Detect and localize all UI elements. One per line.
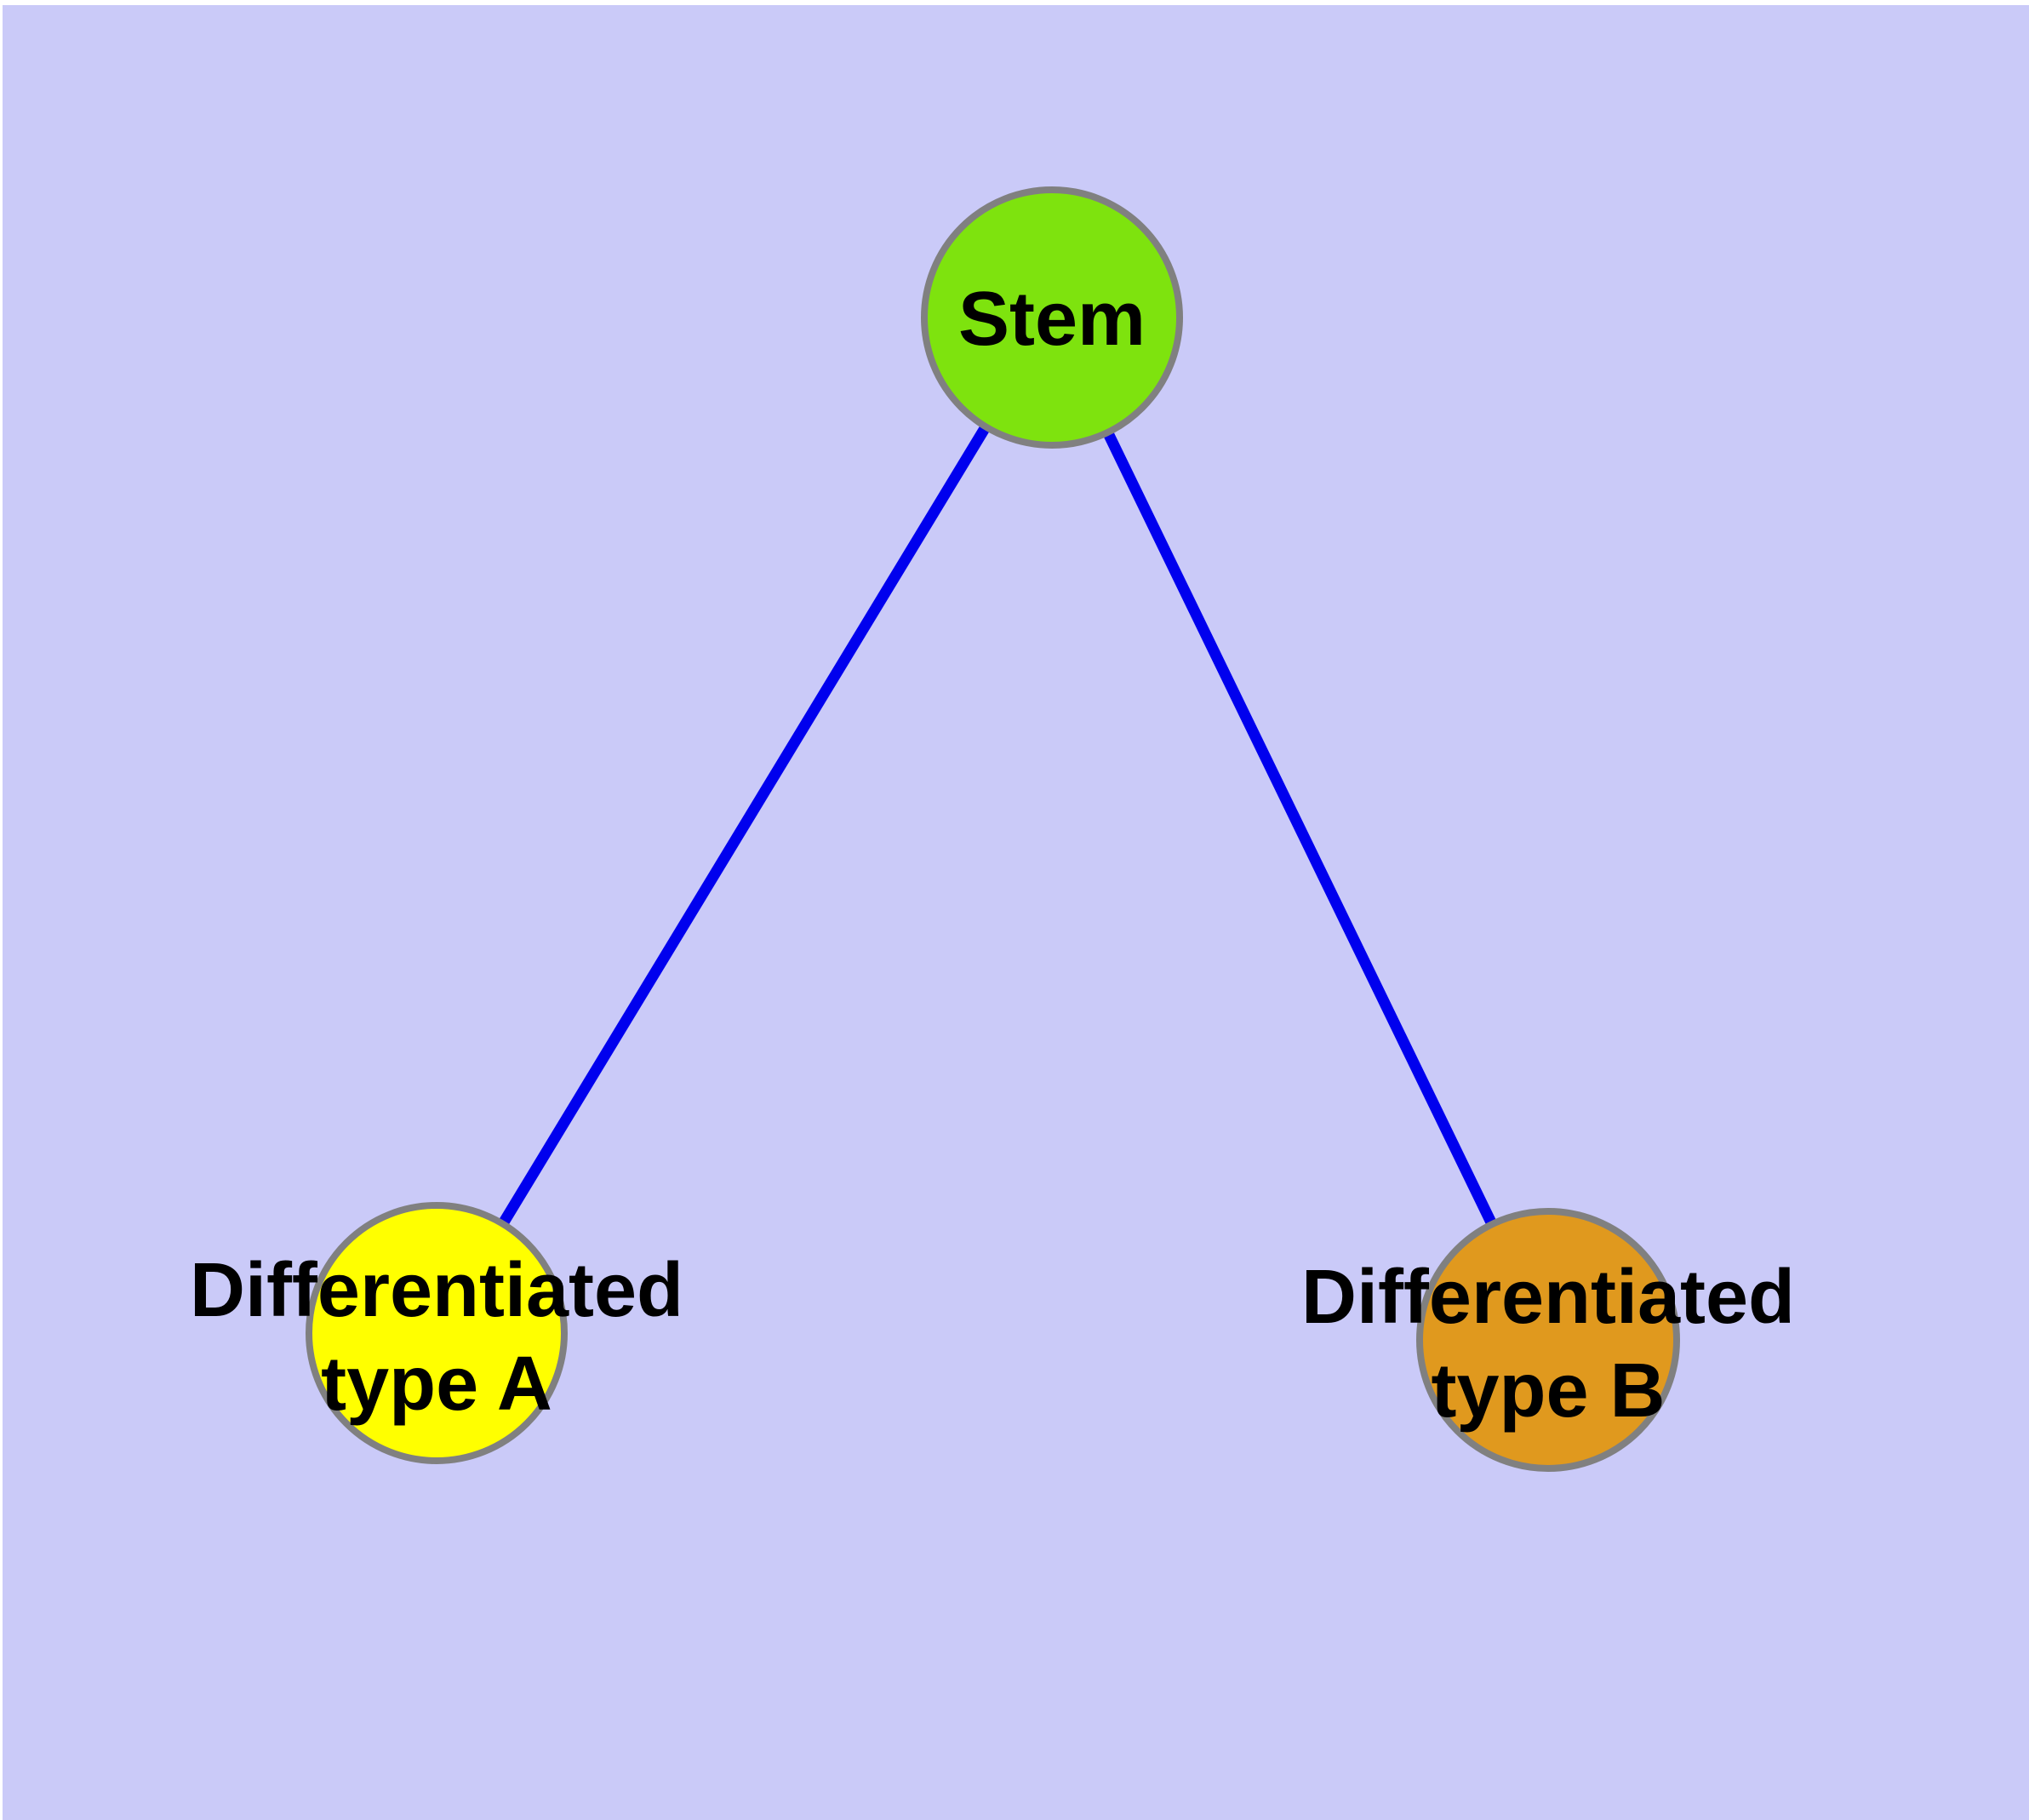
node-differentiated-type-a: [306, 1202, 568, 1464]
node-type-a-label-line1: Differentiated: [190, 1248, 683, 1333]
node-type-a-label-line2: type A: [321, 1342, 552, 1427]
node-differentiated-type-b: [1416, 1208, 1680, 1472]
edge-stem-to-type-a: [432, 314, 1057, 1336]
node-type-b-label-line1: Differentiated: [1301, 1255, 1795, 1340]
node-stem-label: Stem: [958, 277, 1146, 362]
node-stem: [921, 186, 1183, 449]
edge-stem-to-type-b: [1047, 315, 1553, 1342]
node-type-b-label-line2: type B: [1431, 1348, 1665, 1434]
